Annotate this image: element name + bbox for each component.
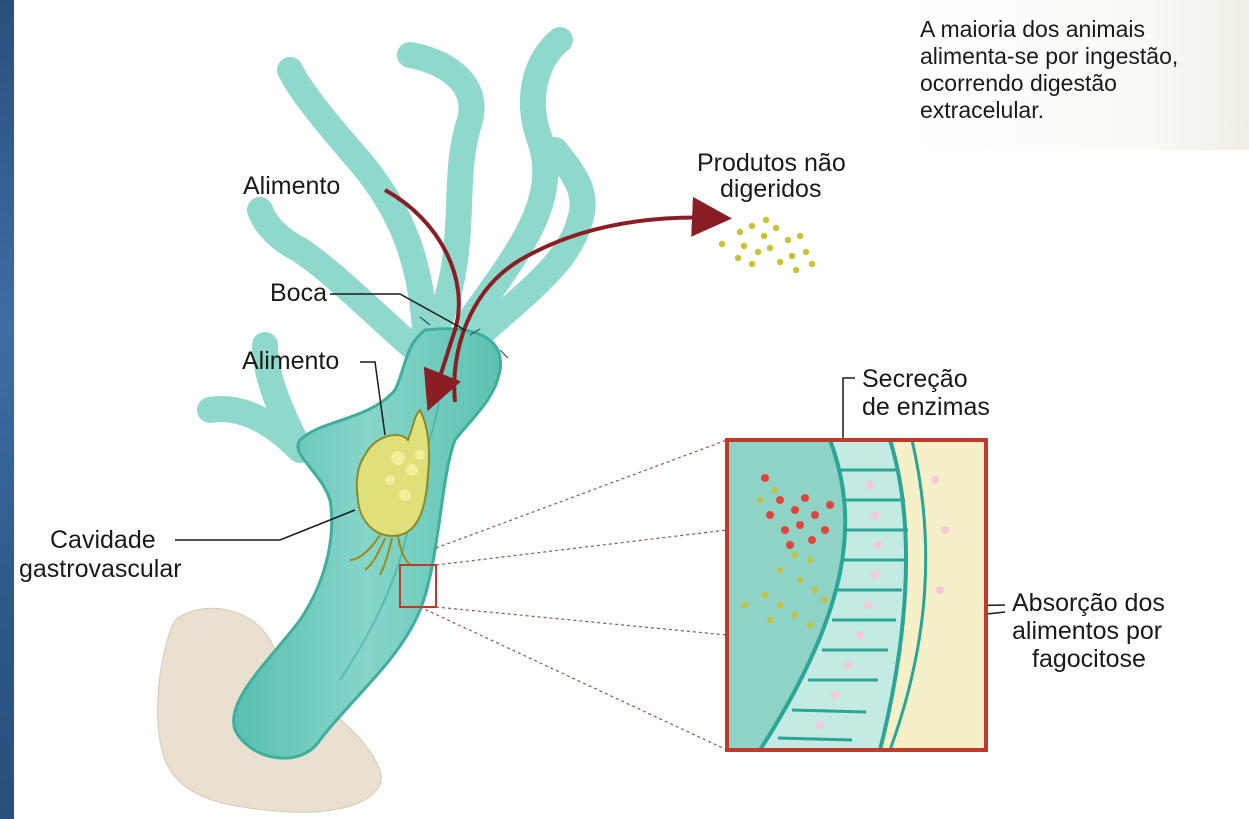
undigested-particles <box>719 217 815 273</box>
label-secrecao-line2: de enzimas <box>862 394 990 421</box>
label-secrecao-line1: Secreção <box>862 366 968 393</box>
label-produtos-line2: digeridos <box>720 176 821 203</box>
label-absorcao-line3: fagocitose <box>1032 646 1146 673</box>
magnified-inset <box>727 440 986 750</box>
caption-text: A maioria dos animais alimenta-se por in… <box>920 16 1178 124</box>
label-alimento-mid: Alimento <box>242 348 339 375</box>
label-absorcao-line2: alimentos por <box>1012 618 1162 645</box>
label-boca: Boca <box>270 280 327 307</box>
label-alimento-top: Alimento <box>243 173 340 200</box>
label-cavidade-line1: Cavidade <box>50 527 156 554</box>
label-absorcao-line1: Absorção dos <box>1012 590 1165 617</box>
label-produtos-line1: Produtos não <box>697 150 846 177</box>
label-cavidade-line2: gastrovascular <box>19 556 182 583</box>
projection-lines <box>420 440 727 750</box>
